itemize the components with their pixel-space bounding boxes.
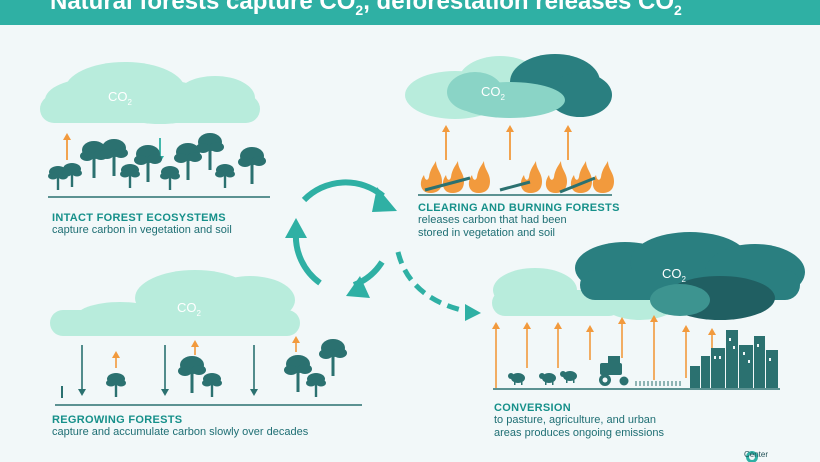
conversion-dark-cloud [575,232,805,320]
cycle-arrowhead-bottom [346,276,370,298]
clearing-panel: CO2 [405,54,614,196]
intact-up-arrow-icon [63,133,71,160]
regrowing-panel: CO2 [50,270,362,406]
page-title: Natural forests capture CO2, deforestati… [50,0,682,18]
sheep-icon [508,371,577,385]
regrowing-co2-label: CO2 [177,300,202,318]
cycle-arrows [292,179,385,288]
dashed-conversion-arrow [395,251,481,321]
clearing-co2-label: CO2 [481,84,506,102]
regrowing-heading: REGROWING FORESTS [52,414,183,426]
fire-flames-icon [420,161,614,193]
intact-description: capture carbon in vegetation and soil [52,224,232,236]
cycle-arrowheads [285,187,397,298]
tractor-icon [599,356,629,386]
regrowing-description: capture and accumulate carbon slowly ove… [52,426,309,438]
conversion-co2-label: CO2 [662,266,687,284]
cycle-arrowhead-top [372,187,397,212]
intact-caption: INTACT FOREST ECOSYSTEMS capture carbon … [52,212,232,237]
intact-heading: INTACT FOREST ECOSYSTEMS [52,212,226,224]
title-bar: Natural forests capture CO2, deforestati… [0,0,820,25]
regrowing-co2-cloud [50,270,300,336]
city-buildings-icon [690,330,778,388]
conversion-panel: CO2 [492,232,805,390]
regrowing-up-arrows-icon [112,336,300,368]
intact-co2-cloud [40,62,260,124]
conversion-description-line2: areas produces ongoing emissions [494,427,664,439]
conversion-caption: CONVERSION to pasture, agriculture, and … [494,402,664,440]
regrowing-down-arrows-icon [78,345,258,396]
clearing-smoke-cloud [405,54,612,119]
conversion-up-arrows-icon [492,315,716,388]
clearing-caption: CLEARING AND BURNING FORESTS releases ca… [418,202,620,240]
cycle-arrow-top [301,179,385,203]
intact-forest-panel: CO2 [40,62,270,198]
cycle-arrow-left [292,231,322,286]
regrowing-caption: REGROWING FORESTS capture and accumulate… [52,414,308,439]
regrowing-tree-group [61,339,347,398]
clearing-up-arrows-icon [442,125,572,160]
intact-co2-label: CO2 [108,89,133,107]
fallen-trees-icon [424,176,596,194]
clearing-description-line2: stored in vegetation and soil [418,227,555,239]
conversion-heading: CONVERSION [494,402,571,414]
clearing-heading: CLEARING AND BURNING FORESTS [418,202,620,214]
crop-field-icon [635,381,681,386]
conversion-description-line1: to pasture, agriculture, and urban [494,414,657,426]
cycle-arrowhead-left [285,218,307,238]
clearing-description-line1: releases carbon that had been [418,214,567,226]
logo-icon [746,451,758,462]
logo-text: Center [744,450,769,459]
intact-tree-group [48,133,266,190]
